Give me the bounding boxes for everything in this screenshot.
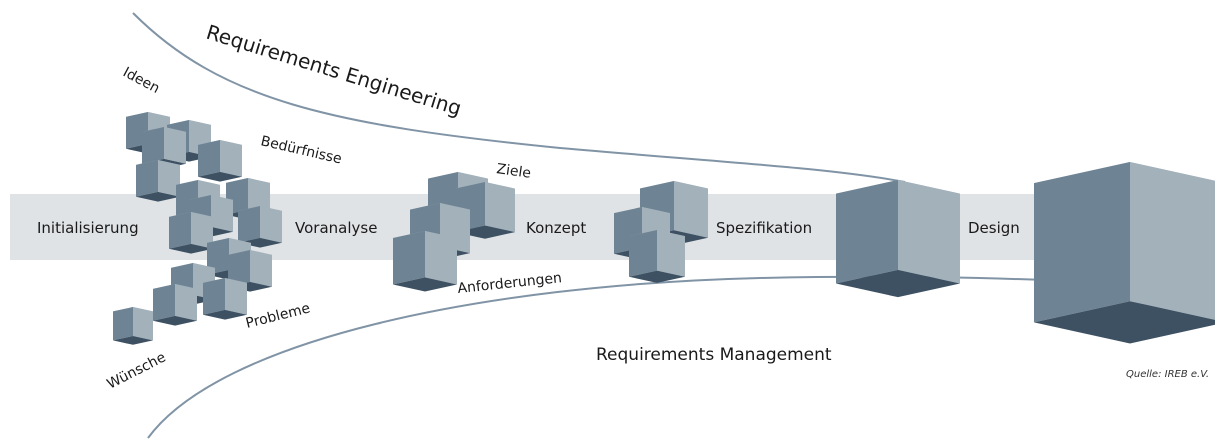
cube <box>393 231 457 292</box>
cube-left-face <box>207 238 229 275</box>
title-requirements-engineering: Requirements Engineering <box>204 20 465 121</box>
cube-left-face <box>169 212 191 249</box>
cube <box>169 212 213 254</box>
engineering-curve <box>132 12 906 183</box>
stage-design: Design <box>968 219 1020 237</box>
cube <box>238 206 282 248</box>
stage-initialisierung: Initialisierung <box>37 219 139 237</box>
cube <box>153 284 197 326</box>
cube-left-face <box>836 180 898 284</box>
cube-left-face <box>153 284 175 321</box>
cube-right-face <box>425 231 457 285</box>
cube-left-face <box>113 307 133 341</box>
cube-right-face <box>191 212 213 249</box>
cube-bottom-face <box>836 269 960 298</box>
cube-right-face <box>225 278 247 315</box>
cube-right-face <box>133 307 153 341</box>
cube-right-face <box>260 206 282 243</box>
cube-right-face <box>158 160 180 197</box>
cube-left-face <box>629 230 657 277</box>
cube-right-face <box>657 230 685 277</box>
cube-right-face <box>250 250 272 287</box>
cube <box>836 180 960 298</box>
cube-bottom-face <box>113 336 153 345</box>
title-requirements-management: Requirements Management <box>596 345 832 365</box>
cube-right-face <box>898 180 960 284</box>
stage-konzept: Konzept <box>526 219 586 237</box>
stage-spezifikation: Spezifikation <box>716 219 812 237</box>
cube-bottom-face <box>393 277 457 292</box>
cube-right-face <box>674 181 708 238</box>
cube-left-face <box>142 127 164 164</box>
cube-bottom-face <box>136 191 180 202</box>
cube-right-face <box>175 284 197 321</box>
cube <box>228 250 272 292</box>
label-probleme: Probleme <box>244 300 312 331</box>
cube-bottom-face <box>203 309 247 320</box>
cube <box>629 230 685 283</box>
cube-left-face <box>228 250 250 287</box>
cube-left-face <box>198 140 220 177</box>
source-credit: Quelle: IREB e.V. <box>1126 369 1209 380</box>
label-beduerfnisse: Bedürfnisse <box>259 133 343 167</box>
cube-bottom-face <box>169 243 213 254</box>
cube-bottom-face <box>629 270 685 283</box>
cube-bottom-face <box>198 171 242 182</box>
cube <box>198 140 242 182</box>
label-wuensche: Wünsche <box>105 349 169 392</box>
cube <box>203 278 247 320</box>
cube-left-face <box>1034 162 1130 323</box>
cube <box>113 307 153 345</box>
cube-right-face <box>220 140 242 177</box>
cube-bottom-face <box>153 315 197 326</box>
stage-voranalyse: Voranalyse <box>295 219 377 237</box>
cube-right-face <box>164 127 186 164</box>
cube-left-face <box>203 278 225 315</box>
cube-bottom-face <box>1034 301 1215 344</box>
cube <box>136 160 180 202</box>
management-curve <box>147 275 1101 439</box>
cube-left-face <box>136 160 158 197</box>
label-ziele: Ziele <box>495 161 531 182</box>
cube <box>1034 162 1215 344</box>
cube-right-face <box>1130 162 1215 320</box>
cube-group <box>113 112 1215 345</box>
cube-left-face <box>393 231 425 285</box>
cube-right-face <box>211 195 233 232</box>
label-ideen: Ideen <box>120 64 162 96</box>
cube-left-face <box>238 206 260 243</box>
cube-right-face <box>248 178 270 215</box>
cube-right-face <box>485 182 515 233</box>
